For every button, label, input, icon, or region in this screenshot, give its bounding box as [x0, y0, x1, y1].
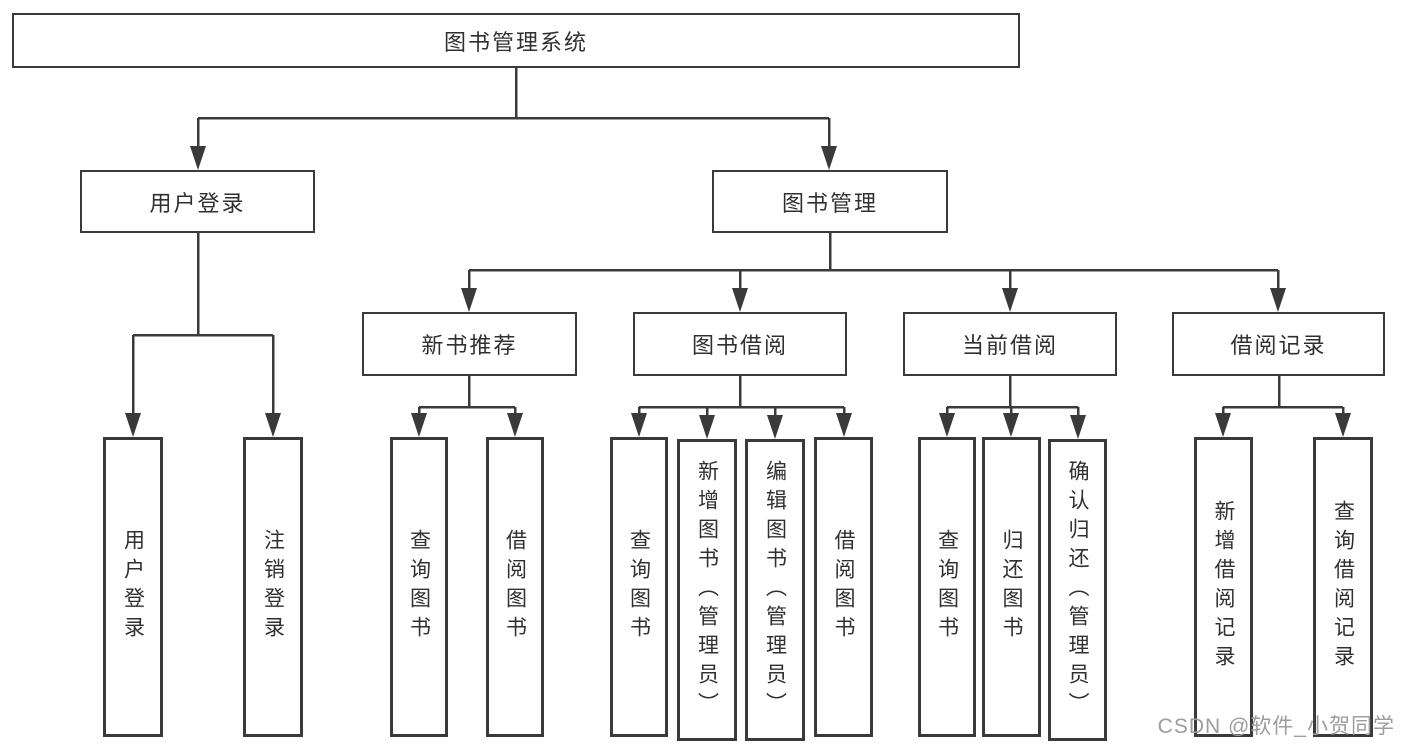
node-label: 查询图书	[407, 529, 431, 645]
arrowhead-icon	[1070, 415, 1086, 439]
node-label: 编辑图书（管理员）	[763, 459, 787, 721]
arrowhead-icon	[461, 288, 477, 312]
arrowhead-icon	[1270, 288, 1286, 312]
arrowhead-icon	[836, 413, 852, 437]
node-edit-books-admin: 编辑图书（管理员）	[745, 439, 805, 741]
node-label: 借阅记录	[1230, 333, 1327, 358]
arrowhead-icon	[265, 413, 281, 437]
node-query-books-current: 查询图书	[918, 437, 976, 737]
node-label: 新书推荐	[421, 333, 518, 358]
arrowhead-icon	[507, 413, 523, 437]
arrowhead-icon	[1003, 413, 1019, 437]
node-new-book-recommend: 新书推荐	[362, 312, 577, 376]
node-label: 当前借阅	[961, 333, 1058, 358]
arrowhead-icon	[767, 415, 783, 439]
arrowhead-icon	[939, 413, 955, 437]
arrowhead-icon	[732, 288, 748, 312]
arrowhead-icon	[631, 413, 647, 437]
node-label: 注销登录	[261, 529, 285, 645]
watermark: CSDN @软件_小贺同学	[1157, 715, 1395, 738]
node-label: 借阅图书	[503, 529, 527, 645]
arrowhead-icon	[125, 413, 141, 437]
node-label: 用户登录	[149, 190, 246, 216]
arrowhead-icon	[821, 146, 837, 170]
arrowhead-icon	[190, 146, 206, 170]
node-add-books-admin: 新增图书（管理员）	[677, 439, 737, 741]
node-label: 查询借阅记录	[1331, 500, 1355, 674]
node-label: 新增图书（管理员）	[695, 459, 719, 721]
node-user-login-leaf: 用户登录	[103, 437, 163, 737]
arrowhead-icon	[411, 413, 427, 437]
node-label: 查询图书	[935, 529, 959, 645]
node-return-books: 归还图书	[982, 437, 1041, 737]
node-query-books-recommend: 查询图书	[390, 437, 448, 737]
node-label: 图书借阅	[691, 333, 788, 358]
arrowhead-icon	[1002, 288, 1018, 312]
arrowhead-icon	[1335, 413, 1351, 437]
node-label: 新增借阅记录	[1212, 500, 1235, 674]
node-label: 归还图书	[1000, 529, 1023, 645]
arrowhead-icon	[699, 415, 715, 439]
node-add-borrow-record: 新增借阅记录	[1194, 437, 1253, 737]
node-user-login-branch: 用户登录	[80, 170, 315, 233]
node-borrow-books-recommend: 借阅图书	[486, 437, 544, 737]
node-label: 图书管理	[781, 190, 878, 216]
node-book-borrowing: 图书借阅	[633, 312, 847, 376]
node-query-borrow-record: 查询借阅记录	[1313, 437, 1373, 737]
node-label: 用户登录	[121, 529, 145, 645]
node-current-borrowing: 当前借阅	[903, 312, 1117, 376]
node-label: 确认归还（管理员）	[1066, 459, 1089, 721]
node-system-root: 图书管理系统	[12, 13, 1020, 68]
node-label: 借阅图书	[832, 529, 855, 645]
node-book-management: 图书管理	[712, 170, 948, 233]
node-confirm-return-admin: 确认归还（管理员）	[1048, 439, 1107, 741]
arrowhead-icon	[1215, 413, 1231, 437]
node-label: 查询图书	[627, 529, 651, 645]
node-logout-leaf: 注销登录	[243, 437, 303, 737]
node-borrow-books-borrowing: 借阅图书	[814, 437, 873, 737]
node-borrow-records: 借阅记录	[1172, 312, 1385, 376]
node-label: 图书管理系统	[443, 29, 588, 55]
node-query-books-borrowing: 查询图书	[610, 437, 668, 737]
